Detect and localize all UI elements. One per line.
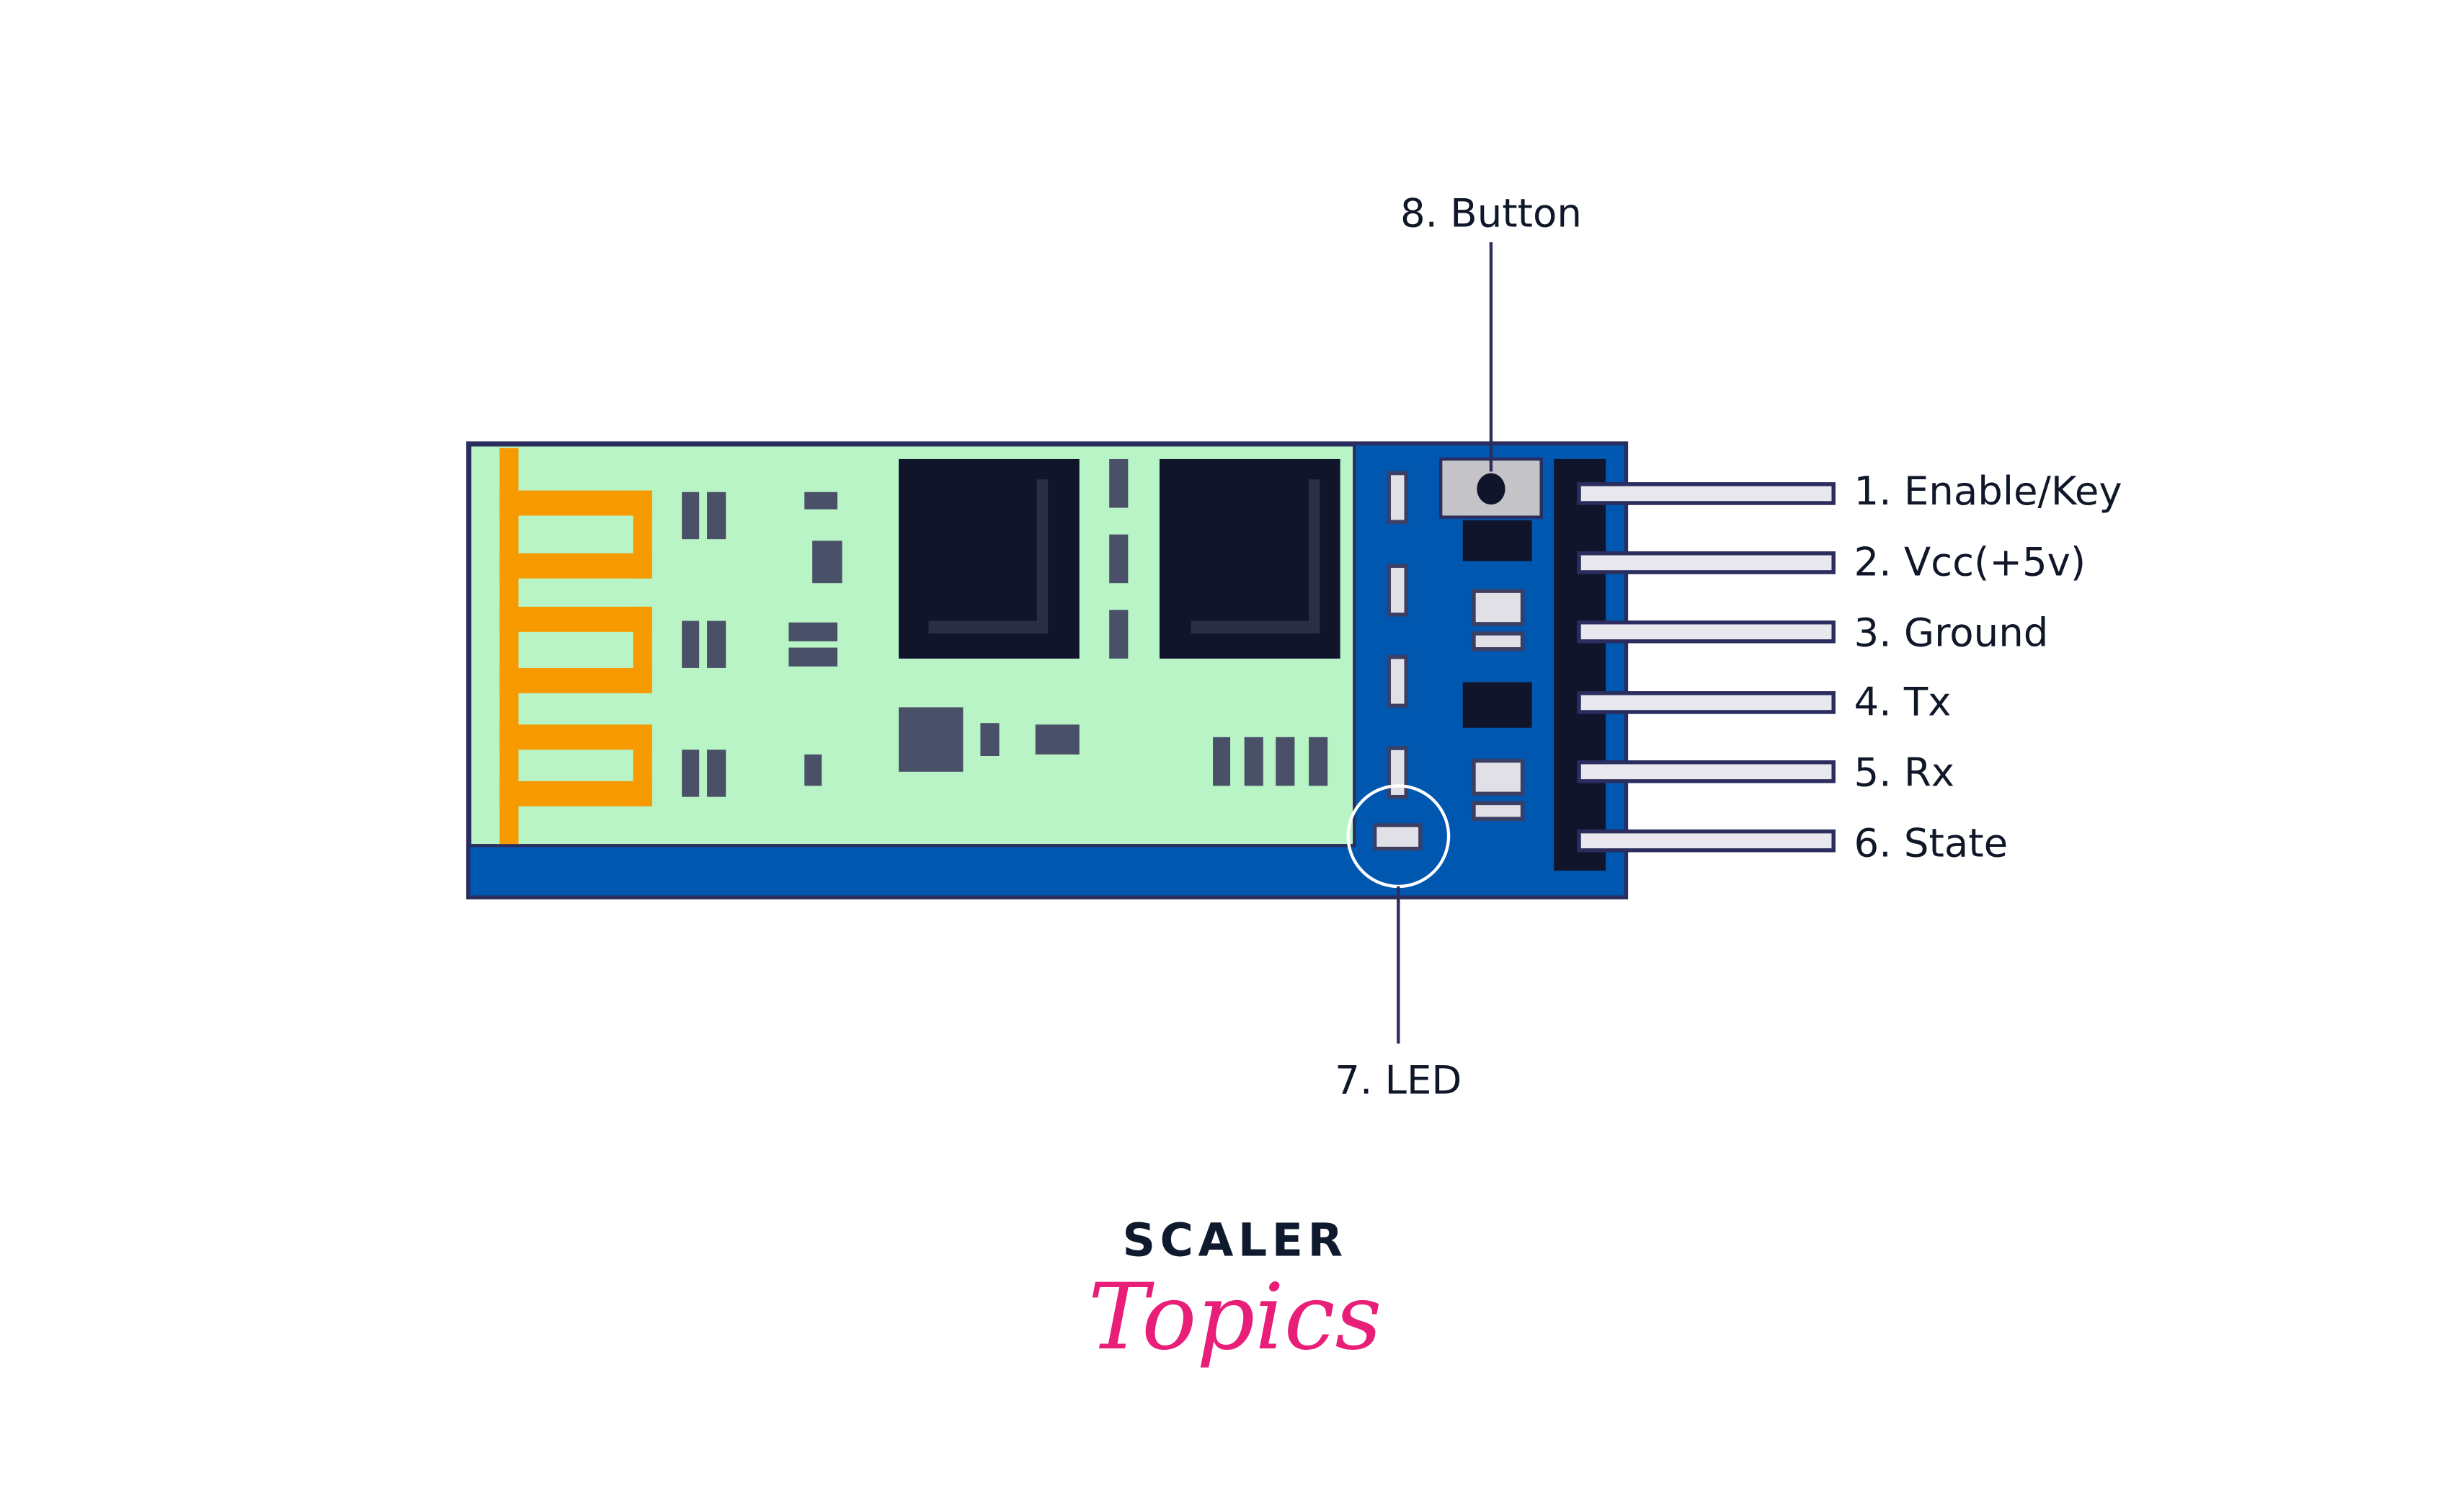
led-callout-label: 7. LED — [1335, 1057, 1462, 1103]
ic-chip — [899, 458, 1080, 659]
pin-label-rx: 5. Rx — [1854, 749, 1954, 795]
scaler-topics-logo: SCALER Topics — [1088, 1213, 1382, 1370]
pads — [1387, 471, 1525, 821]
pin-label-ground: 3. Ground — [1854, 609, 2049, 655]
pin-label-state: 6. State — [1854, 820, 2009, 866]
pin-label-vcc: 2. Vcc(+5v) — [1854, 538, 2086, 584]
ic-chip — [1159, 458, 1340, 659]
header-pins — [1577, 482, 1836, 853]
led — [1372, 823, 1423, 851]
antenna-trace — [499, 448, 652, 845]
logo-scaler: SCALER — [1122, 1213, 1347, 1266]
pin-label-tx: 4. Tx — [1854, 678, 1952, 724]
smd-components — [682, 458, 1328, 797]
logo-topics: Topics — [1088, 1264, 1382, 1370]
button-callout-label: 8. Button — [1400, 190, 1582, 236]
ic-small — [1462, 520, 1532, 561]
pin-label-enable: 1. Enable/Key — [1854, 468, 2122, 514]
ic-small — [1462, 682, 1532, 728]
pin-header — [1554, 458, 1606, 871]
